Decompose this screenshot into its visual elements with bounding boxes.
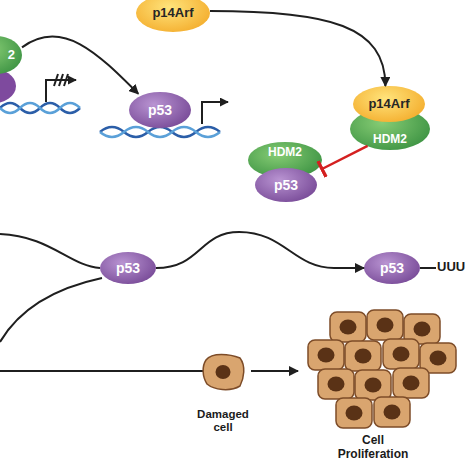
node-label: HDM2	[268, 146, 302, 160]
transcription-arrow	[202, 102, 228, 124]
pathway-line	[0, 234, 436, 371]
dna-helix	[100, 127, 220, 137]
p53-protein: p53	[364, 252, 420, 284]
node-label: p14Arf	[152, 6, 193, 21]
node-label: HDM2	[373, 133, 407, 147]
node-label: p53	[380, 260, 404, 276]
damaged-cell-shape	[203, 355, 244, 390]
hdm2-protein: 2	[0, 36, 22, 74]
dna-helix	[0, 103, 80, 113]
p53-protein: p53	[129, 92, 191, 128]
pathway-arrow	[251, 370, 298, 372]
cell-cluster	[308, 310, 456, 428]
node-label: p14Arf	[368, 97, 409, 112]
node-label: Cell Proliferation	[331, 434, 415, 462]
inhibition-line	[322, 146, 368, 169]
node-label: 2	[8, 48, 15, 63]
pathway-arrow	[210, 11, 385, 86]
node-label: p53	[116, 260, 140, 276]
pathway-arrow	[156, 232, 364, 268]
pathway-arrow	[22, 36, 138, 93]
p53-protein: p53	[255, 168, 317, 202]
p14arf-protein: p14Arf	[353, 86, 425, 122]
cell-group: Damaged cell	[195, 352, 251, 434]
blocked-transcription-arrow	[46, 74, 76, 102]
p14arf-protein: p14Arf	[136, 0, 210, 32]
ubiquitin-label: UUU	[437, 259, 465, 274]
node-label: p53	[148, 102, 172, 118]
node-label: Damaged cell	[195, 408, 251, 434]
p53-protein: p53	[100, 252, 156, 284]
node-label: p53	[274, 177, 298, 193]
cell-group: Cell Proliferation	[298, 306, 448, 462]
